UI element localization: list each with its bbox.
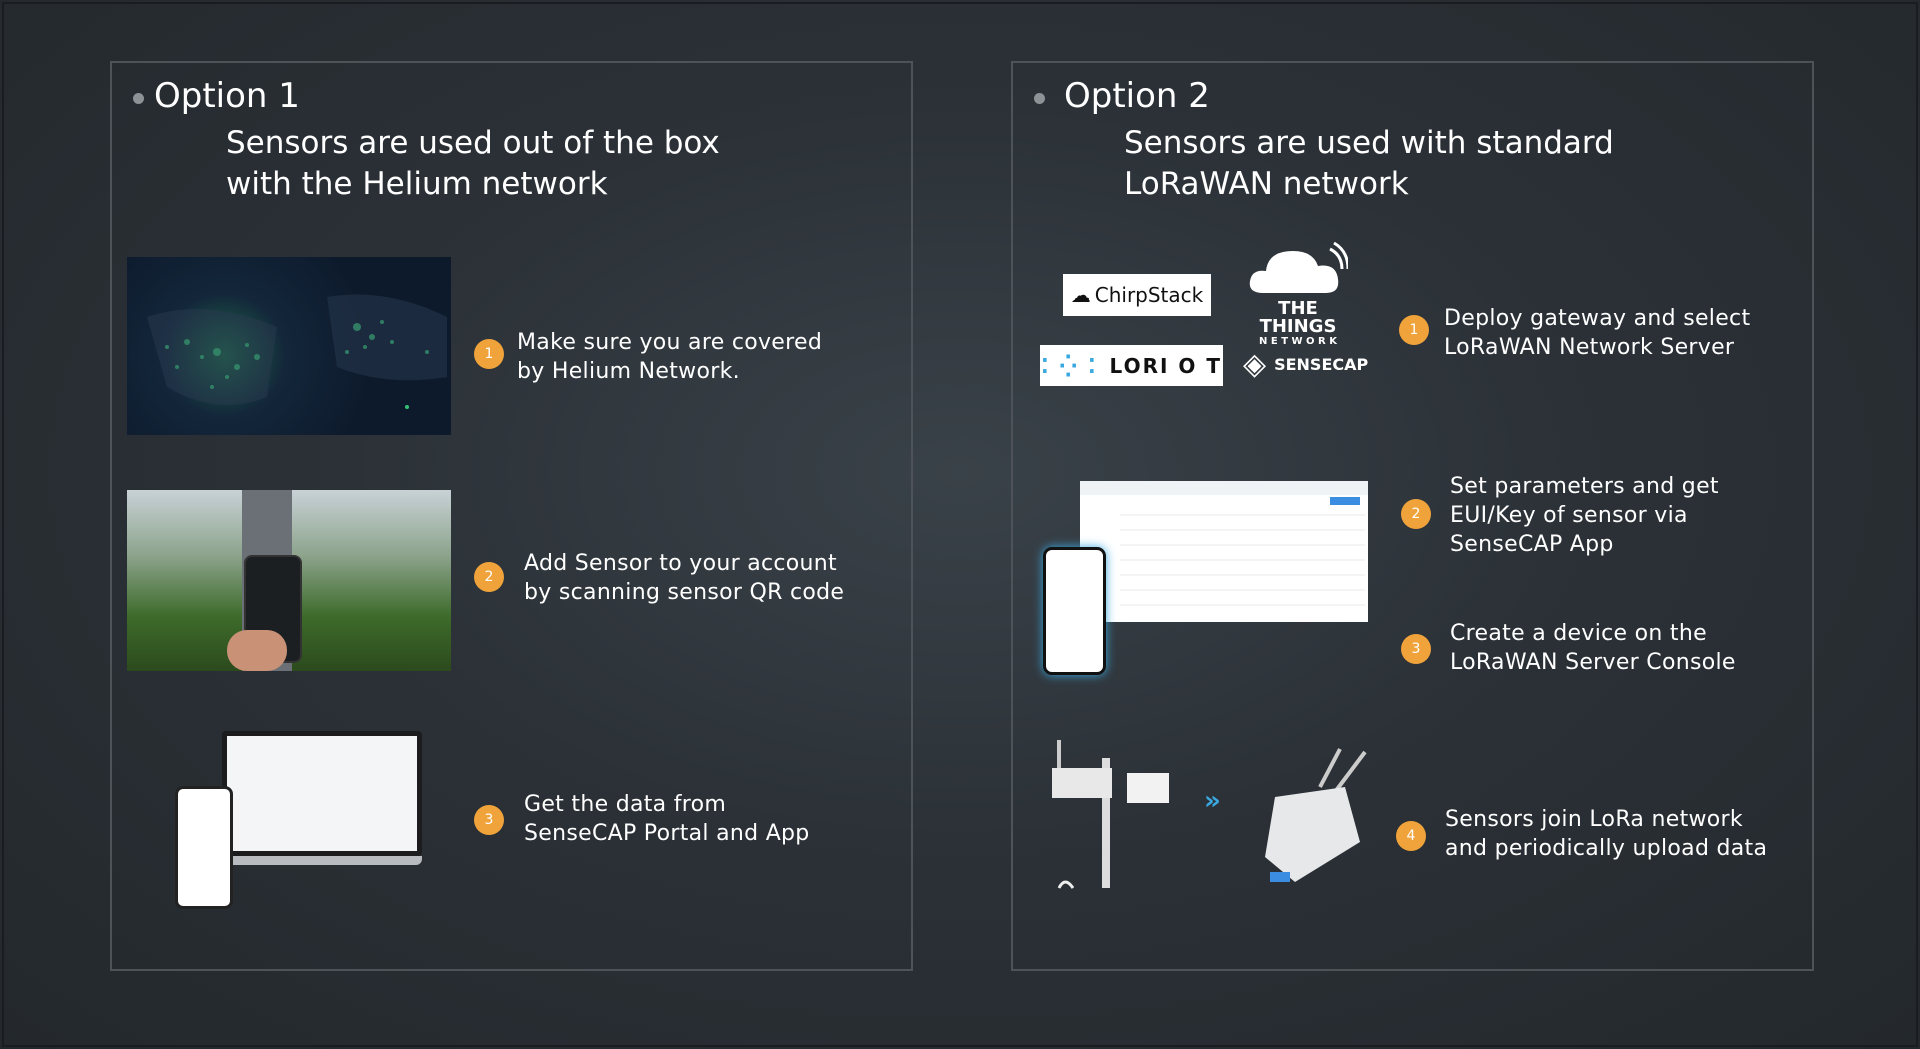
sensecap-app-phone bbox=[175, 786, 233, 909]
option2-title: Option 2 bbox=[1064, 76, 1210, 116]
ttn-sublabel: N E T W O R K bbox=[1259, 336, 1337, 347]
bullet-icon bbox=[1034, 93, 1045, 104]
sensecap-icon: ◈ bbox=[1243, 347, 1267, 382]
step-badge: 1 bbox=[1399, 315, 1429, 345]
option1-step3-text: Get the data from SenseCAP Portal and Ap… bbox=[524, 792, 810, 846]
option2-subtitle: Sensors are used with standard LoRaWAN n… bbox=[1124, 125, 1614, 202]
option2-step3-text: Create a device on the LoRaWAN Server Co… bbox=[1450, 621, 1736, 675]
step-badge: 3 bbox=[1401, 634, 1431, 664]
option1-panel bbox=[110, 61, 913, 971]
sensecap-portal-laptop bbox=[222, 731, 422, 856]
bullet-icon bbox=[133, 93, 144, 104]
cloud-icon bbox=[1249, 241, 1350, 293]
sensecap-app-phone bbox=[1043, 547, 1106, 675]
sensecap-logo: ◈ SENSECAP bbox=[1243, 343, 1368, 386]
step-badge: 2 bbox=[474, 562, 504, 592]
chevron-right-icon: » bbox=[1204, 786, 1221, 816]
step-badge: 4 bbox=[1396, 821, 1426, 851]
helium-coverage-map bbox=[127, 257, 451, 435]
option2-panel bbox=[1011, 61, 1814, 971]
option1-title: Option 1 bbox=[154, 76, 300, 116]
option2-step1-text: Deploy gateway and select LoRaWAN Networ… bbox=[1444, 306, 1751, 360]
option2-step2-text: Set parameters and get EUI/Key of sensor… bbox=[1450, 474, 1719, 557]
option1-step1-text: Make sure you are covered by Helium Netw… bbox=[517, 330, 823, 384]
option1-step2-text: Add Sensor to your account by scanning s… bbox=[524, 551, 845, 605]
step-badge: 1 bbox=[474, 339, 504, 369]
option1-subtitle: Sensors are used out of the box with the… bbox=[226, 125, 720, 202]
step-badge: 2 bbox=[1401, 499, 1431, 529]
greenhouse-qr-scan-photo bbox=[127, 490, 451, 671]
lorawan-console-screenshot bbox=[1080, 481, 1368, 622]
loriot-logo: ⁚ ⁛ ⁚LORI O T bbox=[1040, 345, 1223, 386]
lora-sensor-device-image bbox=[1255, 747, 1371, 888]
step-badge: 3 bbox=[474, 805, 504, 835]
laptop-base bbox=[212, 856, 422, 865]
sensecap-label: SENSECAP bbox=[1274, 355, 1369, 374]
ttn-logo: THE THINGS N E T W O R K bbox=[1239, 241, 1357, 347]
ttn-label: THE THINGS bbox=[1259, 298, 1337, 337]
weather-station-image bbox=[1047, 738, 1173, 891]
option2-step4-text: Sensors join LoRa network and periodical… bbox=[1445, 807, 1768, 861]
loriot-label: LORI O T bbox=[1109, 353, 1222, 378]
chirpstack-label: ChirpStack bbox=[1094, 283, 1204, 307]
chirpstack-logo: ☁ChirpStack bbox=[1063, 274, 1211, 316]
